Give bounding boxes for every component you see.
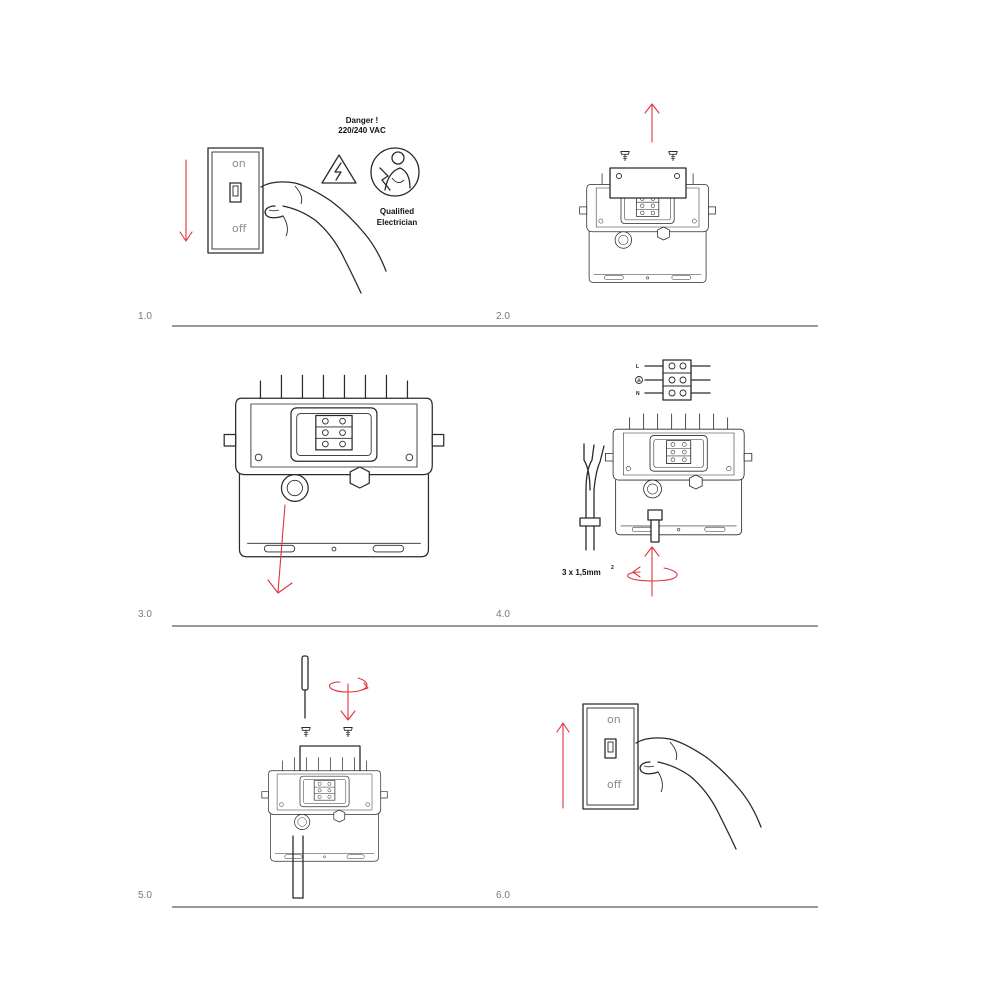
screwdriver-icon <box>301 655 309 719</box>
step-3-illustration <box>223 374 445 594</box>
live-label: L <box>636 364 639 370</box>
step-number-6: 6.0 <box>496 890 510 901</box>
terminal-block <box>644 359 711 401</box>
step-5-illustration <box>261 655 388 899</box>
switch-on-label-6: on <box>607 713 621 726</box>
step-6-illustration: on off <box>556 703 762 850</box>
electrician-label: Electrician <box>377 218 418 227</box>
qualified-label: Qualified <box>380 207 414 216</box>
step-1-illustration: on off Danger ! 220/240 VAC Qualified El… <box>179 116 420 294</box>
cable-spec-superscript: 2 <box>611 565 614 571</box>
step-number-2: 2.0 <box>496 311 510 322</box>
switch-off-label-6: off <box>607 778 622 791</box>
neutral-label: N <box>636 391 640 397</box>
electrician-icon <box>370 147 420 197</box>
voltage-label: 220/240 VAC <box>338 126 386 135</box>
step-2-illustration <box>579 103 717 284</box>
switch-on-label: on <box>232 157 246 170</box>
cable-gland <box>647 509 663 543</box>
power-cable <box>579 443 605 551</box>
step-number-5: 5.0 <box>138 890 152 901</box>
danger-label: Danger ! <box>346 116 378 125</box>
step-4-illustration: L N 3 x 1,5mm 2 <box>562 359 753 597</box>
cable-spec-label: 3 x 1,5mm <box>562 568 601 577</box>
earth-icon <box>635 376 643 384</box>
step-number-3: 3.0 <box>138 609 152 620</box>
step-number-1: 1.0 <box>138 311 152 322</box>
switch-off-label: off <box>232 222 247 235</box>
step-number-4: 4.0 <box>496 609 510 620</box>
lightning-warning-icon <box>321 154 357 184</box>
